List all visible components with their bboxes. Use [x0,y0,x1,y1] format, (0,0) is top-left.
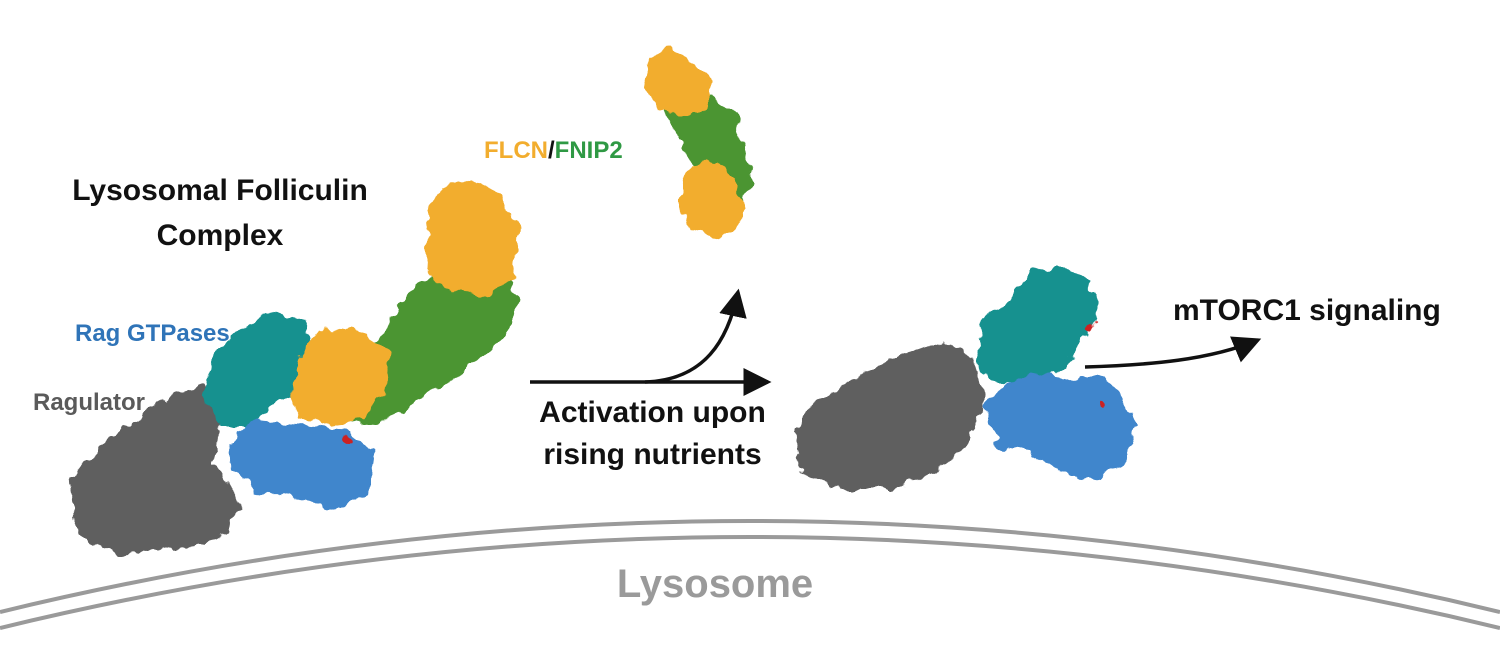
flcn-label: FLCN [484,137,548,164]
lysosome-membrane [0,519,1500,630]
nucleotide-dot-left [343,434,351,442]
activation-line2: rising nutrients [543,438,762,471]
lfc-structure [70,178,522,555]
fnip2-label: FNIP2 [554,137,623,164]
rag-teal-density-left [205,312,315,425]
rag-blue-density-right [985,372,1135,478]
flcn-density-left-lower [290,328,392,425]
flcn-density-released-lower [682,162,745,238]
flcn-density-left-upper [425,178,518,295]
activation-line1: Activation upon [539,396,766,429]
label-slash: / [547,137,555,164]
lfc-title: Lysosomal Folliculin Complex [40,168,400,258]
nucleotide-dot-right-lower [1099,401,1107,409]
flcn-density-released-upper [645,48,712,118]
release-arrow [644,288,747,384]
flcn-fnip2-label: FLCN/FNIP2 [484,137,623,165]
nucleotide-dot-right-upper [1085,323,1095,333]
lfc-title-line1: Lysosomal Folliculin [72,174,368,207]
mtorc1-arrow [1084,336,1262,369]
flcn-fnip2-structure [645,48,752,238]
rag-blue-density-left [230,420,375,510]
ragulator-density-right [795,342,985,490]
ragulator-density-left [70,382,240,555]
rag-teal-density-right [975,265,1100,385]
active-rag-ragulator-structure [795,265,1135,490]
ragulator-label: Ragulator [33,389,146,416]
activation-label: Activation upon rising nutrients [515,392,790,476]
lfc-title-line2: Complex [156,219,284,252]
lysosome-label: Lysosome [616,562,814,606]
rag-gtpases-label: Rag GTPases [75,320,230,347]
mtorc1-signaling-label: mTORC1 signaling [1173,294,1441,327]
